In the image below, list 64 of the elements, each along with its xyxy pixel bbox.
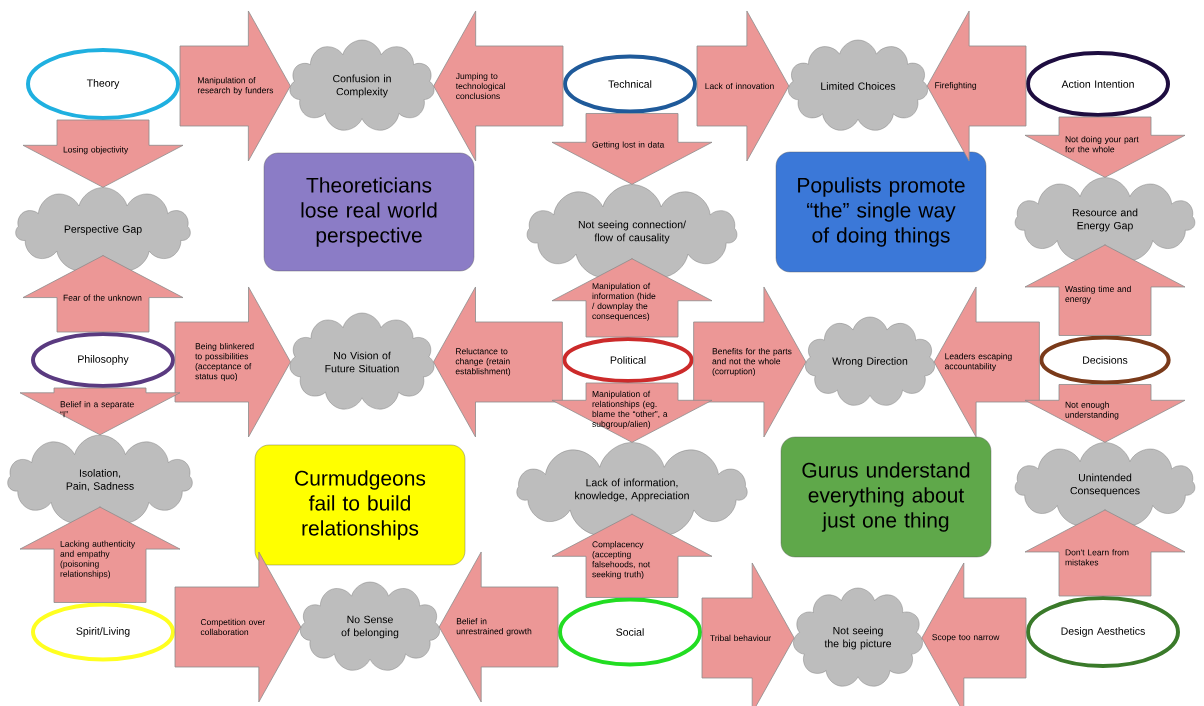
arrow-label: Scope too narrow [932,634,1000,642]
block-arrow [926,10,1027,162]
arrow-label: Competition over collaboration [200,618,265,636]
block-arrow [693,286,807,438]
block-arrow [1024,244,1186,336]
problem-cloud: Not seeing connection/ flow of causality [526,184,738,278]
arrow-label: Complacency (accepting falsehoods, not seeking truth) [592,541,651,579]
problem-cloud: Isolation, Pain, Sadness [7,434,193,524]
block-arrow [921,562,1027,706]
summary-box: Curmudgeons fail to build relationships [254,444,466,566]
block-arrow [438,551,559,703]
arrow-label: Lacking authenticity and empathy (poisoning relationships) [60,540,136,579]
arrow-label: Firefighting [935,82,977,90]
block-arrow [551,382,713,443]
arrow-label: Benefits for the parts and not the whole (corruption) [712,348,792,376]
block-arrow [1024,509,1186,597]
block-arrow [19,387,181,436]
block-arrow [701,562,795,706]
block-arrow [551,513,713,598]
summary-box: Populists promote “the” single way of doing things [775,151,987,273]
arrow-label: Fear of the unknown [63,294,142,301]
arrow-label: Being blinkered to possibilities (acceptance of status quo) [195,343,254,381]
summary-box: Gurus understand everything about just one thing [780,436,992,558]
block-arrow [19,506,181,603]
arrow-label: Tribal behaviour [710,634,771,642]
arrow-label: Jumping to technological conclusions [455,72,505,100]
arrow-label: Don't Learn from mistakes [1065,549,1129,566]
block-arrow [696,10,790,162]
block-arrow [433,10,564,162]
block-arrow [551,258,713,338]
arrow-label: Reluctance to change (retain establishment) [455,348,511,376]
problem-cloud: Lack of information, knowledge, Appreciation [516,442,748,536]
block-arrow [174,551,302,703]
arrow-label: Getting lost in data [592,141,665,150]
arrow-label: Losing objectivity [63,146,129,155]
arrow-label: Leaders escaping accountability [945,353,1012,371]
problem-cloud: Wrong Direction [805,316,935,406]
problem-cloud: Resource and Energy Gap [1014,177,1196,261]
block-arrow [22,255,184,333]
problem-cloud: Confusion in Complexity [289,39,435,131]
block-arrow [551,113,713,185]
block-arrow [174,286,291,438]
problem-cloud: No Vision of Future Situation [289,312,435,410]
block-arrow [1024,384,1186,443]
arrow-label: Not doing your part for the whole [1065,136,1139,153]
problem-cloud: Perspective Gap [15,187,191,272]
arrow-label: Manipulation of information (hide / downplay the consequences) [592,282,656,321]
problem-cloud: Limited Choices [788,39,928,131]
arrow-label: Belief in unrestrained growth [456,618,532,636]
block-arrow [433,286,563,438]
block-arrow [933,286,1040,438]
block-arrow [179,10,291,162]
arrow-label: Lack of innovation [705,82,774,90]
arrow-label: Manipulation of research by funders [197,77,274,95]
problem-cloud: No Sense of belonging [300,581,440,671]
block-arrow [1024,116,1186,178]
problem-cloud: Unintended Consequences [1014,442,1196,527]
arrow-label: Wasting time and energy [1065,285,1131,304]
summary-box: Theoreticians lose real world perspective [263,152,475,272]
arrow-label: Belief in a separate “I” [60,400,134,418]
problem-cloud: Not seeing the big picture [793,587,923,687]
arrow-label: Not enough understanding [1065,401,1119,420]
block-arrow [22,119,184,188]
arrow-label: Manipulation of relationships (eg. blame the “other”, a subgroup/alien) [592,390,668,429]
